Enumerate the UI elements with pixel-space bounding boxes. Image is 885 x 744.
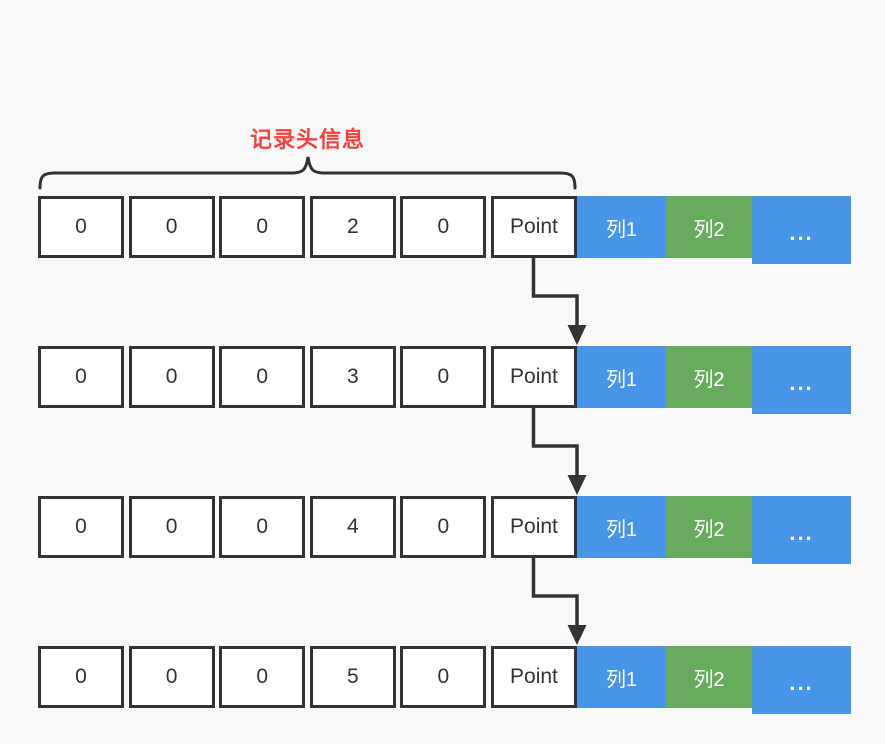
header-cell: 0 [400,496,487,558]
header-cell: 0 [38,496,124,558]
header-cell: 0 [219,646,306,708]
header-cell: 0 [400,646,487,708]
record-header-label: 记录头信息 [249,127,365,152]
header-cell: 0 [38,346,124,408]
header-cell: 4 [309,496,396,558]
arrow-down-icon [531,257,587,345]
column-cell: 列2 [666,646,752,708]
column-cell-more: ... [752,346,851,414]
header-cell: 0 [400,196,487,258]
header-cell: 2 [309,196,396,258]
header-cell: 0 [128,196,215,258]
record-row: 0 0 0 2 0 Point 列1 列2 ... [38,196,851,264]
header-cell: 0 [38,196,124,258]
column-cell: 列2 [666,196,752,258]
pointer-cell: Point [490,646,577,708]
column-cell-more: ... [752,496,851,564]
pointer-cell: Point [490,346,577,408]
header-cell: 0 [219,196,306,258]
record-header-cells: 0 0 0 4 0 Point [38,496,577,558]
arrow-down-icon [531,557,587,645]
header-cell: 0 [128,346,215,408]
column-cell: 列1 [577,346,666,408]
record-header-cells: 0 0 0 5 0 Point [38,646,577,708]
column-cell: 列1 [577,196,666,258]
header-cell: 5 [309,646,396,708]
column-cell-more: ... [752,646,851,714]
record-row: 0 0 0 4 0 Point 列1 列2 ... [38,496,851,564]
header-cell: 3 [309,346,396,408]
curly-brace [38,156,577,190]
header-cell: 0 [219,346,306,408]
record-row: 0 0 0 3 0 Point 列1 列2 ... [38,346,851,414]
header-cell: 0 [219,496,306,558]
column-cell: 列1 [577,646,666,708]
header-cell: 0 [400,346,487,408]
record-row: 0 0 0 5 0 Point 列1 列2 ... [38,646,851,714]
arrow-down-icon [531,407,587,495]
pointer-cell: Point [490,496,577,558]
pointer-cell: Point [490,196,577,258]
record-header-cells: 0 0 0 2 0 Point [38,196,577,258]
record-header-cells: 0 0 0 3 0 Point [38,346,577,408]
header-cell: 0 [38,646,124,708]
column-cell-more: ... [752,196,851,264]
column-cell: 列2 [666,346,752,408]
column-cell: 列2 [666,496,752,558]
column-cell: 列1 [577,496,666,558]
header-cell: 0 [128,496,215,558]
header-cell: 0 [128,646,215,708]
